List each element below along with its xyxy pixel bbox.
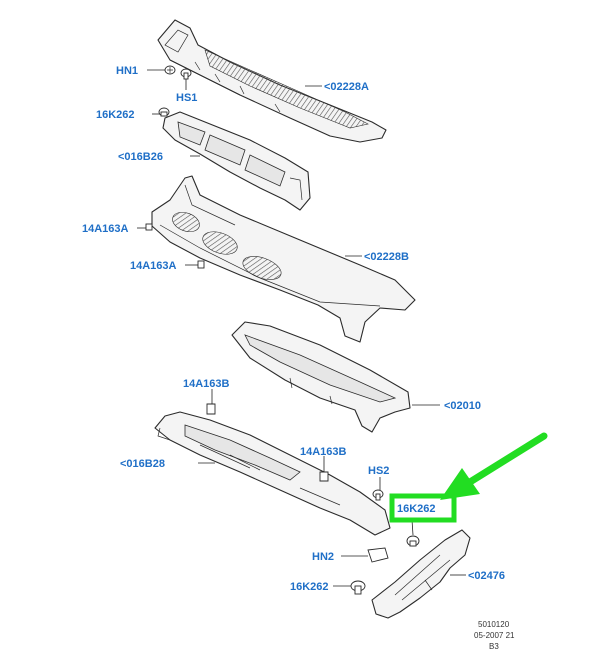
cowl-duct-upper [162, 111, 311, 211]
label-16k262-top[interactable]: 16K262 [96, 109, 135, 121]
label-02228a[interactable]: <02228A [324, 81, 369, 93]
reference-date: 05-2007 21 [474, 631, 515, 640]
label-hn2[interactable]: HN2 [312, 551, 334, 563]
fastener-14a163b-2 [319, 471, 329, 482]
cowl-duct-lower [154, 411, 391, 536]
fastener-hn2 [367, 547, 389, 563]
cowl-panel-main [151, 175, 416, 343]
highlight-arrow [466, 432, 548, 486]
highlight-arrowhead [440, 468, 480, 500]
highlight-box [389, 493, 457, 523]
label-016b28[interactable]: <016B28 [120, 458, 165, 470]
label-02476[interactable]: <02476 [468, 570, 505, 582]
label-16k262-bottom[interactable]: 16K262 [290, 581, 329, 593]
side-bracket [371, 529, 471, 619]
fastener-14a163a-1 [145, 223, 153, 231]
fastener-hs1 [180, 68, 192, 80]
fastener-14a163a-2 [197, 260, 205, 269]
label-14a163b-1[interactable]: 14A163B [183, 378, 230, 390]
label-hn1[interactable]: HN1 [116, 65, 138, 77]
cowl-reinforcement [231, 321, 411, 433]
fastener-16k262-highlight [406, 535, 420, 547]
label-02010[interactable]: <02010 [444, 400, 481, 412]
cowl-panel-upper [157, 19, 387, 143]
reference-rev: B3 [489, 642, 499, 651]
reference-code: 5010120 [478, 620, 510, 629]
label-14a163a-1[interactable]: 14A163A [82, 223, 129, 235]
fastener-hs2 [372, 489, 384, 501]
label-hs2[interactable]: HS2 [368, 465, 389, 477]
label-02228b[interactable]: <02228B [364, 251, 409, 263]
leader-lines [137, 69, 466, 587]
label-16k262-highlight[interactable]: 16K262 [397, 503, 436, 515]
label-016b26[interactable]: <016B26 [118, 151, 163, 163]
fastener-16k262-bottom [350, 580, 366, 595]
fastener-16k262-top [158, 107, 170, 117]
label-14a163b-2[interactable]: 14A163B [300, 446, 347, 458]
fastener-hn1 [164, 65, 176, 75]
label-hs1[interactable]: HS1 [176, 92, 197, 104]
fastener-14a163b-1 [206, 403, 216, 415]
label-14a163a-2[interactable]: 14A163A [130, 260, 177, 272]
